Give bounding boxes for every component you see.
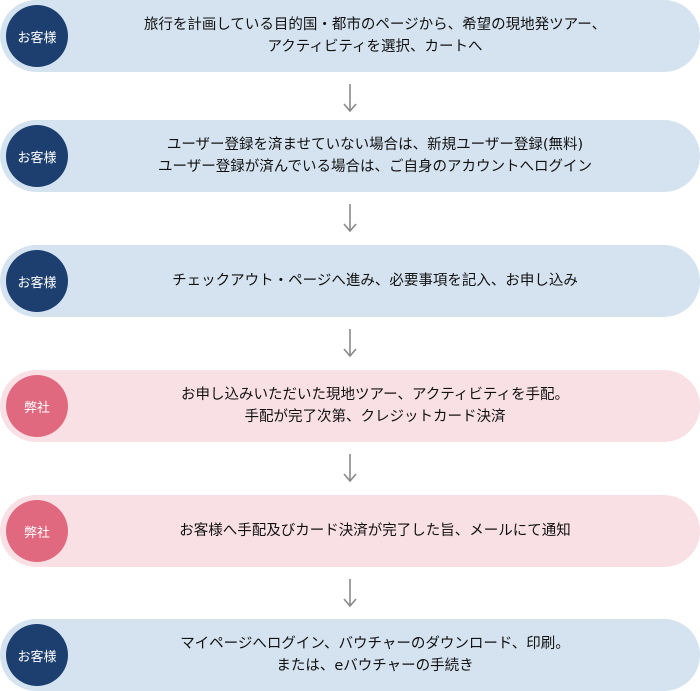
step-text-line: チェックアウト・ページへ進み、必要事項を記入、お申し込み	[172, 273, 578, 289]
step-text-line: 旅行を計画している目的国・都市のページから、希望の現地発ツアー、	[143, 17, 607, 33]
down-arrow-icon	[343, 204, 357, 233]
step-text-line: ユーザー登録が済んでいる場合は、ご自身のアカウントへログイン	[158, 159, 592, 175]
flow-step-5: 弊社 お客様へ手配及びカード決済が完了した旨、メールにて通知	[0, 495, 700, 567]
down-arrow-icon	[343, 84, 357, 113]
step-text-line: 手配が完了次第、クレジットカード決済	[244, 409, 506, 425]
flow-step-1: お客様 旅行を計画している目的国・都市のページから、希望の現地発ツアー、アクティ…	[0, 0, 700, 72]
down-arrow-icon	[343, 329, 357, 358]
down-arrow-icon	[343, 579, 357, 608]
actor-badge-customer: お客様	[6, 250, 68, 312]
flow-step-2: お客様 ユーザー登録を済ませていない場合は、新規ユーザー登録(無料) ユーザー登録…	[0, 120, 700, 192]
step-text-line: アクティビティを選択、カートへ	[267, 39, 483, 55]
actor-badge-customer: お客様	[6, 5, 68, 67]
actor-badge-company: 弊社	[6, 375, 68, 437]
step-text-line: または、eバウチャーの手続き	[276, 658, 474, 674]
step-text-line: マイページへログイン、バウチャーのダウンロード、印刷。	[180, 636, 570, 652]
down-arrow-icon	[343, 454, 357, 483]
flow-step-4: 弊社 お申し込みいただいた現地ツアー、アクティビティを手配。手配が完了次第、クレ…	[0, 370, 700, 442]
step-text-line: お申し込みいただいた現地ツアー、アクティビティを手配。	[180, 387, 570, 403]
flow-step-3: お客様 チェックアウト・ページへ進み、必要事項を記入、お申し込み	[0, 245, 700, 317]
step-text-line: お客様へ手配及びカード決済が完了した旨、メールにて通知	[179, 523, 571, 539]
actor-badge-customer: お客様	[6, 624, 68, 686]
actor-badge-customer: お客様	[6, 125, 68, 187]
flow-step-6: お客様 マイページへログイン、バウチャーのダウンロード、印刷。または、eバウチャ…	[0, 619, 700, 691]
actor-badge-company: 弊社	[6, 500, 68, 562]
step-text-line: ユーザー登録を済ませていない場合は、新規ユーザー登録(無料)	[166, 137, 584, 153]
